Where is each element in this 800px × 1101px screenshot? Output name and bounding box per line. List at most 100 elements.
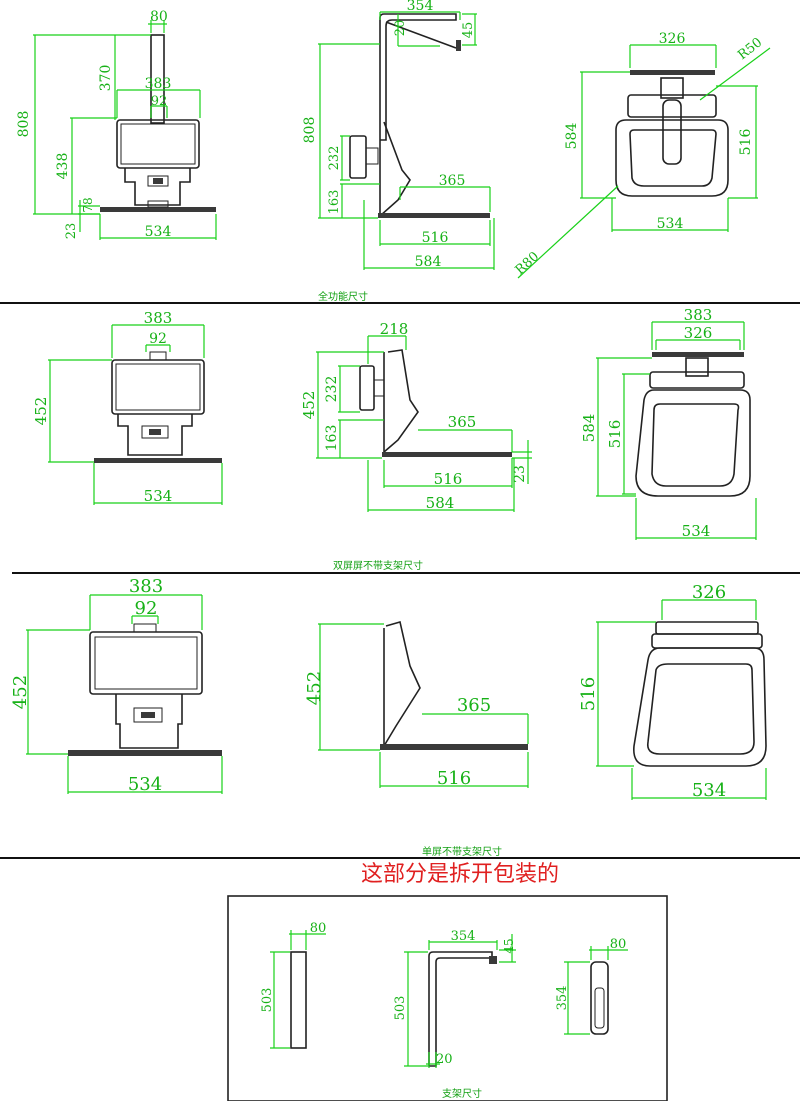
dim-text-80-u1: 80 [310, 921, 327, 936]
dim-503-u1 [270, 951, 290, 1049]
monitor-outline-2 [111, 359, 205, 415]
monitor-screen-3 [94, 636, 198, 690]
stand-body-2 [117, 414, 193, 456]
dim-text-r80: R80 [513, 249, 543, 278]
dim-text-452-2: 452 [300, 391, 318, 420]
mount-side-2 [373, 379, 385, 397]
dim-text-516-3: 516 [434, 470, 463, 488]
dim-534-2 [93, 463, 223, 505]
side-view-1: 354 20 45 808 232 163 365 516 584 [302, 0, 495, 270]
monitor-side-2 [383, 349, 419, 453]
dim-text-80: 80 [150, 9, 168, 25]
dim-20 [397, 14, 440, 47]
dim-text-438: 438 [55, 153, 71, 180]
dim-text-452-4: 452 [304, 671, 325, 705]
top-base-inner-3 [646, 663, 755, 755]
dim-534 [99, 214, 217, 240]
caption-single-screen: 单屏不带支架尺寸 [422, 845, 502, 858]
dim-92 [150, 105, 168, 118]
dim-163 [340, 183, 380, 218]
dim-232 [340, 135, 350, 181]
dim-text-584-2: 584 [564, 123, 580, 150]
dim-text-354-1: 354 [407, 0, 434, 14]
bracket-tip [456, 40, 461, 51]
dim-text-516-4: 516 [606, 420, 624, 449]
dim-text-92-3: 92 [135, 598, 158, 619]
dim-text-584-1: 584 [415, 254, 442, 270]
dim-text-78: 78 [81, 197, 95, 212]
section-single-screen: 383 92 452 534 452 365 516 326 [10, 576, 767, 858]
caption-full-function: 全功能尺寸 [318, 290, 368, 303]
dim-text-45-u: 45 [502, 938, 516, 953]
dim-r80 [517, 185, 619, 279]
dim-92-3 [131, 615, 159, 624]
top-mount-2 [685, 357, 709, 377]
dim-365 [399, 186, 491, 212]
dim-80 [148, 20, 167, 33]
dim-text-534-4: 534 [682, 522, 711, 540]
dim-text-516-1: 516 [422, 230, 449, 246]
dim-516-top-2 [622, 373, 650, 495]
dim-163-2 [338, 419, 384, 458]
dim-text-370: 370 [98, 65, 114, 92]
dim-text-516-2: 516 [738, 129, 754, 156]
dim-r50 [699, 47, 771, 101]
dim-534-top-2 [635, 498, 757, 540]
dim-text-365-3: 365 [457, 695, 491, 716]
scanner-window [147, 175, 169, 187]
unpacked-pole: 80 503 [260, 921, 327, 1049]
dim-23-78 [78, 200, 100, 232]
side-pole-part [590, 961, 609, 1035]
front-view-3: 383 92 452 534 [10, 576, 223, 795]
dim-516-top-3 [596, 621, 656, 767]
front-view-2: 383 92 452 534 [32, 309, 223, 505]
dim-20-u [426, 1052, 440, 1068]
side-view-2: 218 452 232 163 365 516 584 23 [300, 320, 532, 512]
dim-text-218: 218 [380, 320, 409, 338]
dim-45-u [499, 934, 516, 963]
dim-text-383-2: 383 [144, 309, 173, 327]
dim-808-side [318, 43, 380, 219]
top-panel-2 [652, 352, 744, 357]
top-base-inner [629, 129, 717, 187]
top-view-1: 326 R50 584 516 534 R80 [513, 31, 771, 279]
dim-452-3 [26, 629, 90, 755]
top-base-outer [615, 119, 729, 197]
dim-text-534-1: 534 [145, 224, 172, 240]
dim-text-20-u: 20 [436, 1052, 453, 1067]
dim-text-534-2: 534 [657, 216, 684, 232]
section-full-function: 80 808 370 383 92 438 23 78 534 [16, 0, 771, 303]
scanner-window-2 [141, 425, 169, 439]
dim-354-u [428, 940, 498, 950]
dim-text-503-u2: 503 [393, 996, 408, 1021]
dim-text-232-2: 232 [324, 376, 340, 403]
top-view-2: 383 326 584 516 534 [580, 306, 757, 540]
dim-text-326-3: 326 [692, 582, 726, 603]
top-panel-3 [655, 621, 759, 635]
monitor-screen [120, 123, 196, 165]
dim-text-326-2: 326 [684, 324, 713, 342]
second-screen-side [349, 135, 367, 179]
dim-584-2 [367, 458, 515, 512]
dim-text-354-u2: 354 [555, 986, 570, 1011]
unpacked-title: 这部分是拆开包装的 [361, 862, 559, 887]
monitor-outline-3 [89, 631, 203, 695]
dim-text-92-1: 92 [151, 94, 168, 109]
bracket-part [428, 951, 493, 1067]
base-side-3 [380, 744, 528, 750]
dim-452-2 [48, 359, 112, 463]
dim-text-383-4: 383 [129, 576, 163, 597]
dim-516 [379, 220, 491, 246]
dim-text-516-5: 516 [437, 768, 471, 789]
front-view-1: 80 808 370 383 92 438 23 78 534 [16, 9, 217, 240]
bracket-part-tip [489, 956, 497, 964]
stand-body-3 [115, 694, 183, 749]
top-panel [630, 70, 715, 75]
dim-text-383-1: 383 [145, 76, 172, 92]
dim-text-354-u: 354 [451, 929, 476, 944]
top-body [627, 94, 717, 118]
top-base-outer-2 [635, 389, 751, 497]
scanner-slot [153, 178, 163, 184]
base-foot [147, 200, 169, 208]
side-view-3: 452 365 516 [304, 620, 529, 789]
